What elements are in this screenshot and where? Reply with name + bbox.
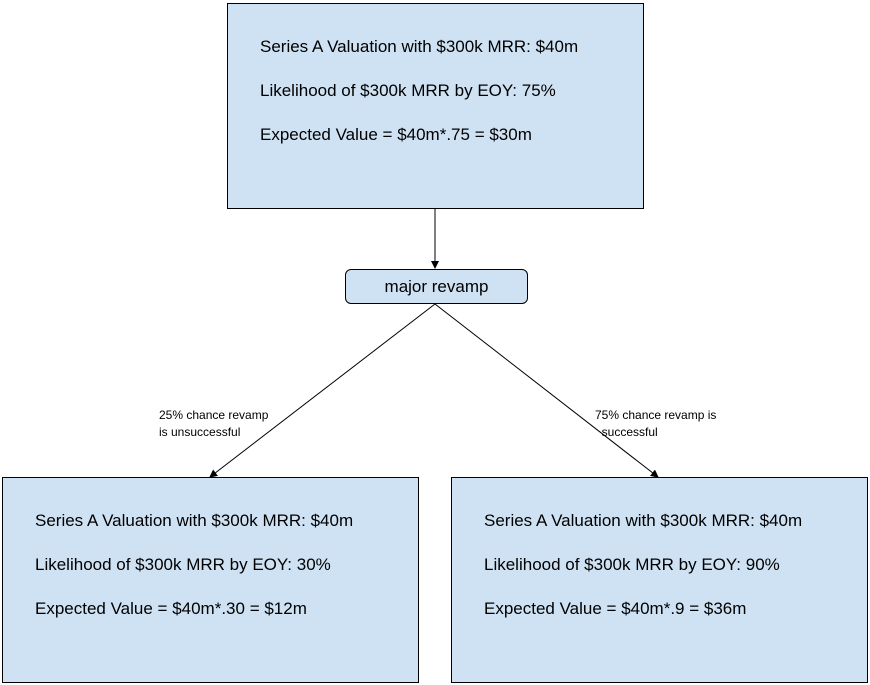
expected-value-text: Expected Value = $40m*.9 = $36m	[484, 599, 747, 618]
valuation-text: Series A Valuation with $300k MRR: $40m	[484, 511, 803, 530]
arrow-decision-to-left	[209, 303, 436, 478]
left-outcome-box: Series A Valuation with $300k MRR: $40m …	[2, 477, 419, 683]
arrow-decision-to-right	[434, 303, 659, 478]
valuation-text: Series A Valuation with $300k MRR: $40m	[260, 37, 579, 56]
left-edge-label: 25% chance revamp is unsuccessful	[159, 408, 269, 439]
valuation-text: Series A Valuation with $300k MRR: $40m	[35, 511, 354, 530]
expected-value-text: Expected Value = $40m*.75 = $30m	[260, 125, 532, 144]
decision-label: major revamp	[384, 276, 489, 296]
top-outcome-box: Series A Valuation with $300k MRR: $40m …	[227, 3, 644, 209]
likelihood-text: Likelihood of $300k MRR by EOY: 90%	[484, 555, 780, 574]
likelihood-text: Likelihood of $300k MRR by EOY: 30%	[35, 555, 331, 574]
likelihood-text: Likelihood of $300k MRR by EOY: 75%	[260, 81, 556, 100]
expected-value-text: Expected Value = $40m*.30 = $12m	[35, 599, 307, 618]
decision-node: major revamp	[345, 269, 528, 304]
right-outcome-box: Series A Valuation with $300k MRR: $40m …	[451, 477, 868, 683]
right-edge-label: 75% chance revamp is successful	[595, 408, 717, 439]
